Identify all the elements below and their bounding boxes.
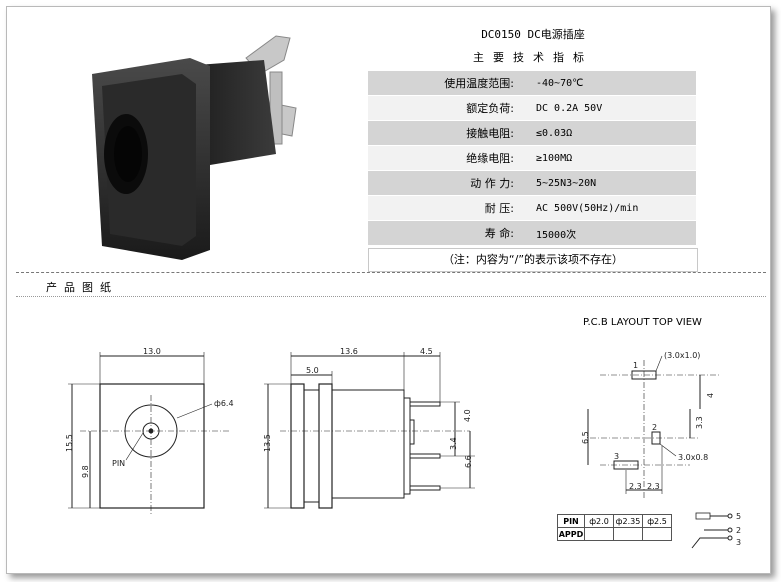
pin-table-cell: [613, 527, 643, 541]
page-title: DC0150 DC电源插座: [481, 28, 585, 41]
spec-label: 接触电阻:: [368, 121, 518, 146]
pin-table: PIN ф2.0 ф2.35 ф2.5 APPD: [557, 514, 672, 541]
pin-schematic: [691, 512, 733, 549]
product-photo: [92, 35, 297, 260]
pin-table-cell: APPD: [557, 527, 585, 541]
spec-value: -40~70℃: [518, 71, 696, 96]
spec-label: 寿 命:: [368, 221, 518, 246]
side-d2-label: 3.4: [449, 437, 458, 450]
pcb-pad-1-label: 1: [633, 361, 638, 370]
spec-row: 耐 压:AC 500V(50Hz)/min: [368, 196, 696, 221]
spec-label: 使用温度范围:: [368, 71, 518, 96]
pcb-dim-23a-label: 2.3: [629, 482, 642, 491]
spec-value: ≥100MΩ: [518, 146, 696, 171]
spec-label: 额定负荷:: [368, 96, 518, 121]
pin-table-cell: ф2.35: [613, 514, 643, 528]
section-title: 产品图纸: [46, 281, 118, 294]
front-height-label: 15.5: [65, 434, 74, 452]
section-divider: [16, 272, 766, 273]
pcb-slot-2-label: 3.0x0.8: [678, 453, 708, 462]
side-depth-label: 13.6: [340, 347, 358, 356]
side-flange-label: 5.0: [306, 366, 319, 375]
side-d3-label: 6.6: [464, 455, 473, 468]
pcb-height-label: 6.5: [581, 431, 590, 444]
spec-row: 额定负荷:DC 0.2A 50V: [368, 96, 696, 121]
pin-table-cell: ф2.0: [584, 514, 614, 528]
schematic-terminal-5: 5: [736, 512, 741, 521]
pcb-slot-1-label: (3.0x1.0): [664, 351, 700, 360]
pcb-pad-2-label: 2: [652, 423, 657, 432]
spec-value: 5~25N3~20N: [518, 171, 696, 196]
front-hole-label: ф6.4: [214, 399, 234, 408]
section-rule: [16, 296, 766, 297]
spec-row: 寿 命:15000次: [368, 221, 696, 246]
spec-row: 使用温度范围:-40~70℃: [368, 71, 696, 96]
front-pin-label: PIN: [112, 459, 125, 468]
front-pin-height-label: 9.8: [81, 465, 90, 478]
pcb-dim-33-label: 3.3: [695, 416, 704, 429]
pin-table-cell: PIN: [557, 514, 585, 528]
pcb-pad-3-label: 3: [614, 452, 619, 461]
pcb-layout: [587, 355, 720, 500]
side-d1-label: 4.0: [463, 409, 472, 422]
spec-value: AC 500V(50Hz)/min: [518, 196, 696, 221]
pin-table-cell: [584, 527, 614, 541]
schematic-terminal-2: 2: [736, 526, 741, 535]
page-subtitle: 主要技术指标: [473, 51, 593, 64]
technical-drawing: 13.0 15.5 9.8 ф6.4 PIN 13.6 5.0 4.5 13.: [65, 347, 741, 549]
pin-table-cell: [642, 527, 672, 541]
spec-value: 15000次: [518, 221, 696, 246]
spec-note: （注：内容为“/”的表示该项不存在）: [368, 248, 698, 272]
spec-label: 耐 压:: [368, 196, 518, 221]
pin-table-row: PIN ф2.0 ф2.35 ф2.5: [557, 514, 672, 528]
schematic-terminal-3: 3: [736, 538, 741, 547]
side-tab-label: 4.5: [420, 347, 433, 356]
spec-table: 使用温度范围:-40~70℃ 额定负荷:DC 0.2A 50V 接触电阻:≤0.…: [368, 71, 696, 246]
pcb-dim-4-label: 4: [706, 393, 715, 398]
pcb-title: P.C.B LAYOUT TOP VIEW: [583, 317, 702, 328]
spec-row: 绝缘电阻:≥100MΩ: [368, 146, 696, 171]
pcb-dim-23b-label: 2.3: [647, 482, 660, 491]
spec-label: 动 作 力:: [368, 171, 518, 196]
front-width-label: 13.0: [143, 347, 161, 356]
spec-value: DC 0.2A 50V: [518, 96, 696, 121]
spec-label: 绝缘电阻:: [368, 146, 518, 171]
pin-table-row: APPD: [557, 527, 672, 541]
pin-table-cell: ф2.5: [642, 514, 672, 528]
side-height-label: 13.5: [263, 434, 272, 452]
spec-row: 接触电阻:≤0.03Ω: [368, 121, 696, 146]
spec-value: ≤0.03Ω: [518, 121, 696, 146]
spec-row: 动 作 力:5~25N3~20N: [368, 171, 696, 196]
side-view: [264, 352, 475, 509]
front-view: [68, 352, 230, 515]
